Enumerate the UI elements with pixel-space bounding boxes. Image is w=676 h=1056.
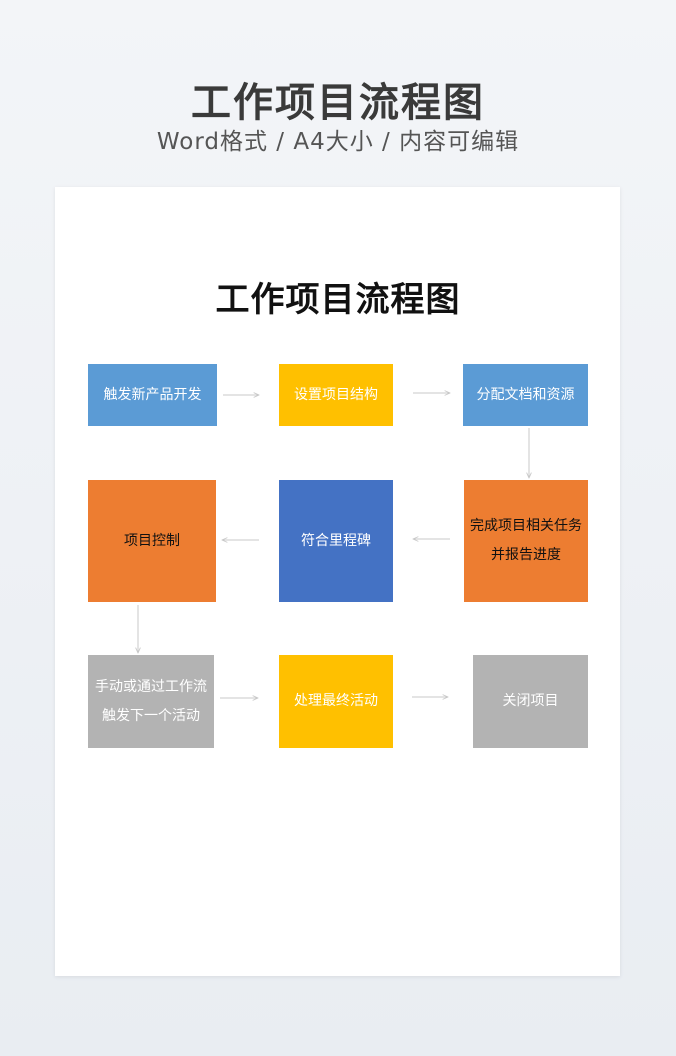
- step-trigger-development: 触发新产品开发: [88, 364, 217, 426]
- step-final-activity: 处理最终活动: [279, 655, 393, 748]
- step-meet-milestone: 符合里程碑: [279, 480, 393, 602]
- step-setup-structure: 设置项目结构: [279, 364, 393, 426]
- header-subtitle: Word格式 / A4大小 / 内容可编辑: [156, 129, 520, 155]
- document-title: 工作项目流程图: [215, 280, 461, 320]
- step-assign-resources: 分配文档和资源: [463, 364, 588, 426]
- step-trigger-next-activity: 手动或通过工作流触发下一个活动: [88, 655, 214, 748]
- step-complete-tasks: 完成项目相关任务并报告进度: [464, 480, 588, 602]
- step-project-control: 项目控制: [88, 480, 216, 602]
- header-title: 工作项目流程图: [191, 80, 485, 126]
- step-close-project: 关闭项目: [473, 655, 588, 748]
